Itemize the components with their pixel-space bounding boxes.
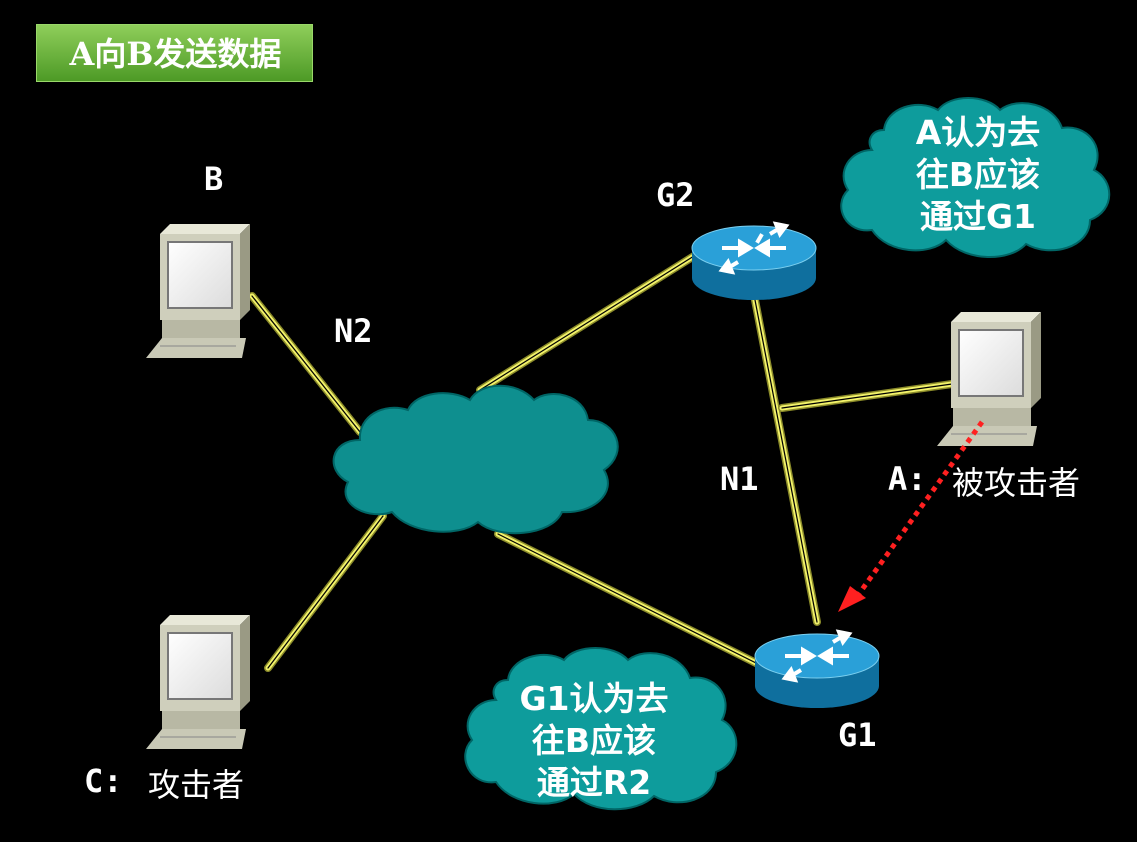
title-banner: A向B发送数据	[36, 24, 313, 82]
link-n2-c	[264, 512, 387, 672]
label-g1: G1	[838, 716, 877, 754]
cloud-g1-line-2: 往B应该	[531, 721, 657, 760]
label-n1: N1	[720, 460, 759, 498]
cloud-a-line-3: 通过G1	[919, 197, 1037, 236]
link-n2-g2	[476, 252, 698, 394]
link-g2-g1	[751, 296, 821, 626]
label-n2: N2	[334, 312, 373, 350]
cloud-g1-line-3: 通过R2	[536, 763, 652, 802]
thought-cloud-a	[840, 97, 1111, 258]
link-a-n1	[778, 380, 956, 412]
label-c-prefix: C:	[84, 762, 123, 800]
thought-cloud-g1	[464, 647, 738, 811]
cloud-a-text: A认为去 往B应该 通过G1	[878, 112, 1078, 238]
cloud-g1-line-1: G1认为去	[519, 679, 669, 718]
computer-a	[937, 312, 1041, 446]
label-c-desc: 攻击者	[148, 766, 245, 804]
computer-c	[146, 615, 250, 749]
cloud-a-line-2: 往B应该	[915, 155, 1041, 194]
traffic-arrow	[838, 420, 985, 612]
page-title: A向B发送数据	[69, 35, 282, 73]
computer-b	[146, 224, 250, 358]
link-n2-g1	[494, 530, 762, 668]
network-cloud-n2	[332, 384, 619, 535]
link-b-n2	[248, 292, 364, 436]
label-b: B	[204, 160, 224, 198]
router-g2	[691, 221, 817, 300]
links	[248, 252, 956, 672]
label-a-desc: 被攻击者	[952, 464, 1081, 502]
cloud-g1-text: G1认为去 往B应该 通过R2	[494, 678, 694, 804]
label-a-prefix: A:	[888, 460, 927, 498]
cloud-a-line-1: A认为去	[915, 113, 1041, 152]
router-g1	[754, 629, 880, 708]
label-g2: G2	[656, 176, 695, 214]
